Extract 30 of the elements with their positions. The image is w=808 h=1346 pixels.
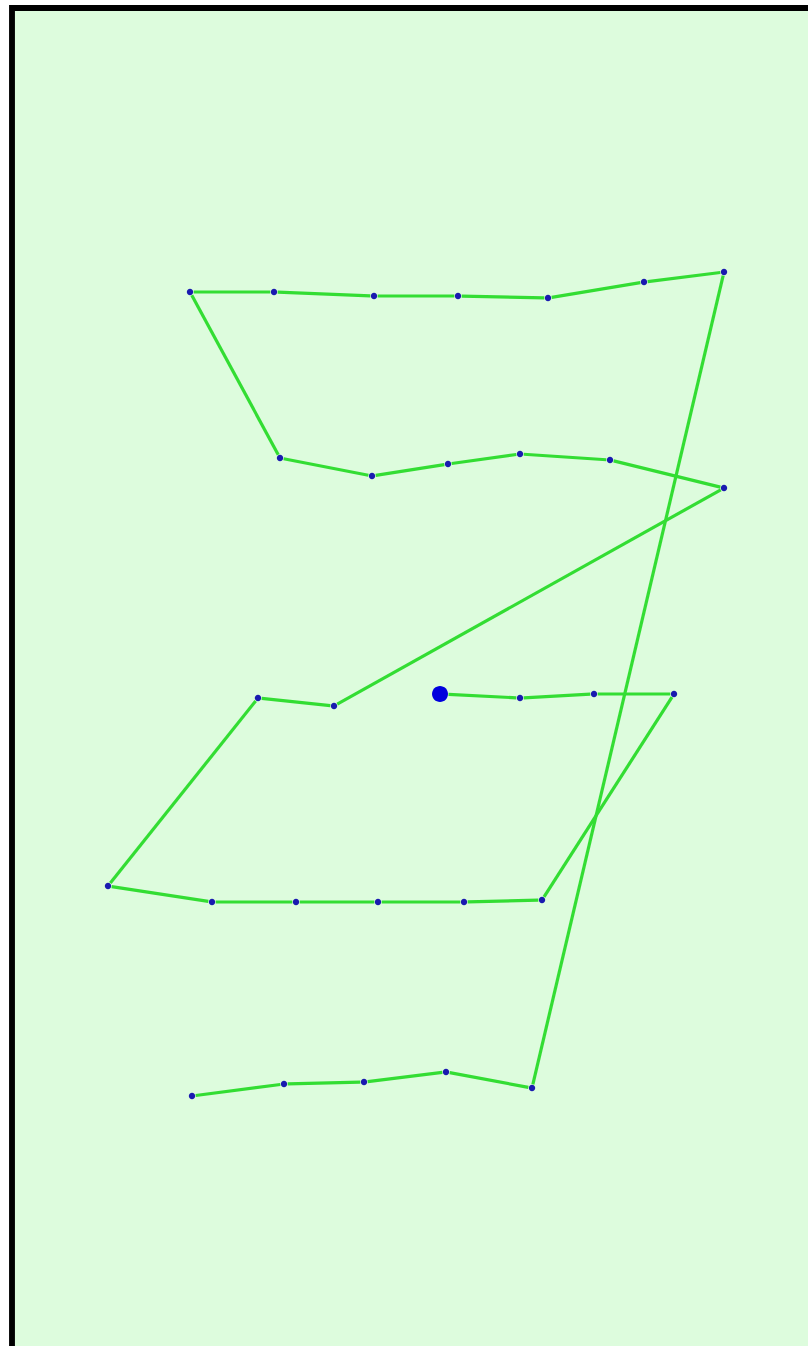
path-segment bbox=[597, 692, 671, 696]
path-segment bbox=[283, 457, 369, 477]
path-segment bbox=[377, 294, 455, 298]
path-segment bbox=[523, 692, 591, 700]
path-segment bbox=[647, 270, 721, 284]
path-segment bbox=[375, 463, 445, 477]
path-segment bbox=[531, 275, 725, 1085]
path-segment bbox=[287, 1080, 361, 1086]
path-segment bbox=[551, 281, 641, 299]
path-segment bbox=[215, 900, 293, 904]
path-segment bbox=[336, 488, 722, 706]
path-segment bbox=[449, 1071, 529, 1089]
path-segment bbox=[367, 1070, 443, 1084]
path-segment bbox=[195, 1082, 281, 1098]
path-segment bbox=[467, 898, 539, 904]
path-segment bbox=[261, 696, 331, 708]
path-segment bbox=[523, 452, 607, 462]
path-segment bbox=[277, 290, 371, 298]
path-segment bbox=[109, 699, 257, 885]
path-segment bbox=[461, 294, 545, 300]
path-segment bbox=[193, 290, 271, 294]
path-segment bbox=[190, 294, 280, 456]
path-segment bbox=[448, 692, 517, 700]
start-point bbox=[432, 686, 448, 702]
path-segment bbox=[613, 459, 721, 489]
path-segment bbox=[542, 696, 674, 898]
path-segment bbox=[111, 885, 209, 903]
path-segment bbox=[299, 900, 375, 904]
path-segment bbox=[451, 452, 517, 466]
path-segment bbox=[381, 900, 461, 904]
